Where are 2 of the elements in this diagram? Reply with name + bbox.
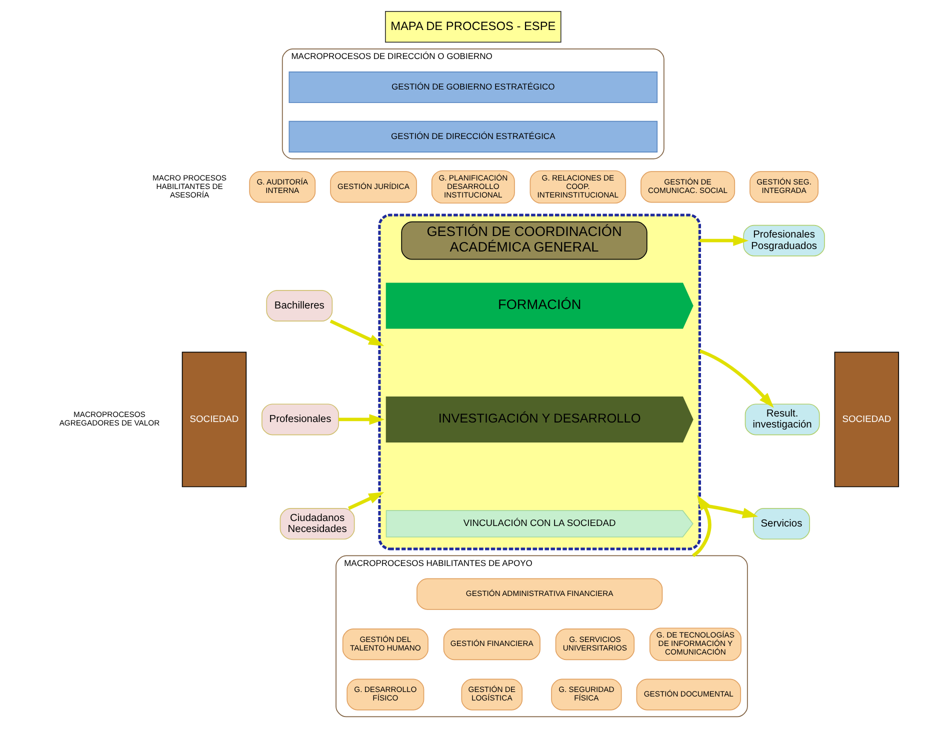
label: MACROPROCESOS AGREGADORES DE VALOR bbox=[59, 410, 160, 428]
label: MACRO PROCESOS HABILITANTES DE ASESORÍA bbox=[152, 173, 227, 200]
